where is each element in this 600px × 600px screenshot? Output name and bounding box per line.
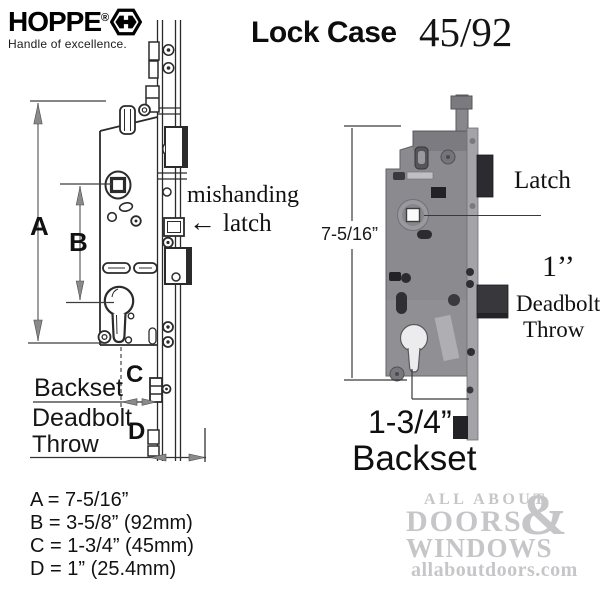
dimension-arrowheads: [33, 103, 206, 462]
faceplate-hardware: [145, 41, 192, 457]
watermark-doors: DOORS: [406, 505, 523, 538]
deadbolt-throw-label-line1: Deadbolt: [32, 404, 133, 432]
photo-latch-label: Latch: [514, 167, 571, 194]
dim-label-b: B: [69, 227, 88, 257]
photo-backset-value: 1-3/4”: [368, 404, 452, 440]
photo-euro-cutout: [399, 323, 429, 353]
brand-tagline: Handle of excellence.: [8, 37, 127, 51]
watermark-website: allaboutdoors.com: [411, 559, 578, 581]
brand-name: HOPPE: [8, 6, 102, 37]
legend-item-b: B = 3-5/8” (92mm): [30, 512, 193, 534]
left-arrow-icon: ←: [189, 207, 216, 237]
handle-hub: [104, 170, 132, 200]
page-title-product: Lock Case: [251, 16, 397, 49]
watermark-all-about: ALL ABOUT: [424, 491, 548, 508]
backset-label-left: Backset: [34, 374, 123, 402]
legend-item-a: A = 7-5/16”: [30, 489, 129, 511]
brand-logo-text: HOPPE®: [8, 8, 109, 36]
photo-deadbolt-label-line2: Throw: [523, 317, 585, 342]
mishanding-latch-shape: [163, 217, 185, 237]
photo-latch: [476, 154, 494, 198]
lock-body-drawing: [97, 103, 158, 346]
registered-trademark: ®: [101, 12, 110, 24]
dimension-lines: [28, 100, 206, 462]
hinge-piece: [149, 377, 163, 403]
watermark-ampersand: &: [519, 482, 568, 547]
dim-label-a: A: [30, 211, 49, 241]
lock-photo: [385, 94, 509, 441]
mishanding-label-line2: latch: [223, 210, 272, 237]
page-title-model: 45/92: [419, 9, 513, 55]
legend-item-d: D = 1” (25.4mm): [30, 558, 177, 580]
photo-dimension-lines: [344, 125, 541, 400]
photo-deadbolt-value: 1’’: [542, 250, 575, 283]
watermark-windows: WINDOWS: [406, 533, 553, 563]
dim-label-d: D: [128, 418, 146, 445]
photo-deadbolt-label-line1: Deadbolt: [516, 291, 600, 316]
photo-sticker: [434, 314, 460, 362]
euro-cylinder-cutout: [103, 285, 135, 317]
legend-item-c: C = 1-3/4” (45mm): [30, 535, 194, 557]
spindle-block: [119, 105, 136, 135]
photo-backset-label: Backset: [352, 439, 477, 478]
deadbolt-throw-label-line2: Throw: [32, 431, 99, 458]
photo-bottom-latch: [453, 416, 468, 439]
dim-label-c: C: [126, 361, 144, 388]
mishanding-label-line1: mishanding: [187, 182, 299, 208]
hoppe-hexagon-icon: [110, 8, 142, 36]
photo-height-dimension: 7-5/16”: [321, 224, 379, 244]
